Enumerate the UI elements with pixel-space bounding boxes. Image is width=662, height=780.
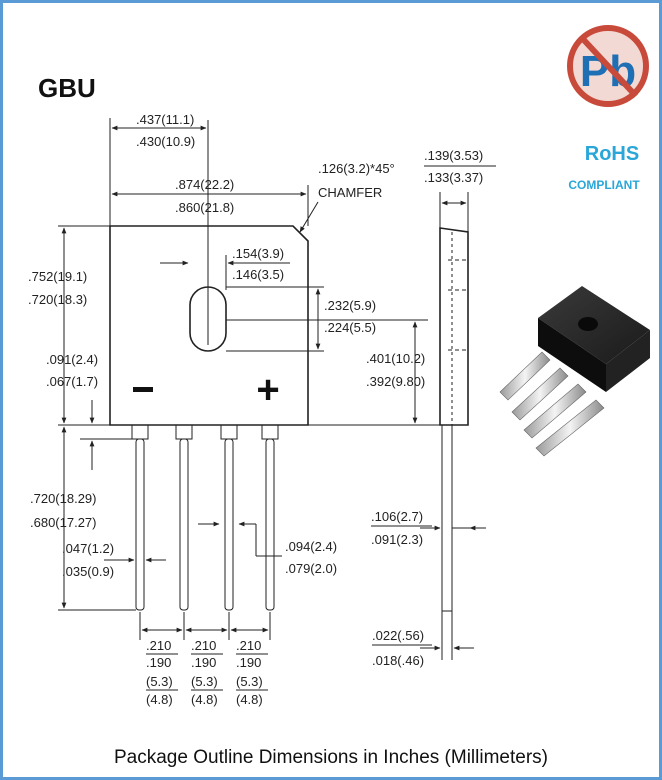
- dim-lead-step: .091(2.4) .067(1.7): [46, 352, 136, 470]
- svg-text:.067(1.7): .067(1.7): [46, 374, 98, 389]
- svg-text:.018(.46): .018(.46): [372, 653, 424, 668]
- svg-text:.106(2.7): .106(2.7): [371, 509, 423, 524]
- svg-text:.190: .190: [146, 655, 171, 670]
- plus-sign: +: [256, 368, 279, 412]
- pitch-3: .210 .190 (5.3) (4.8): [236, 638, 268, 707]
- svg-text:(5.3): (5.3): [146, 674, 173, 689]
- lead-1-shoulder: [131, 424, 149, 440]
- svg-text:(4.8): (4.8): [146, 692, 173, 707]
- svg-text:.146(3.5): .146(3.5): [232, 267, 284, 282]
- package-title: GBU: [38, 73, 96, 103]
- svg-text:.224(5.5): .224(5.5): [324, 320, 376, 335]
- lead-4-shoulder: [261, 424, 279, 440]
- dim-hole-height: .232(5.9) .224(5.5): [226, 286, 376, 352]
- svg-text:.126(3.2)*45°: .126(3.2)*45°: [318, 161, 395, 176]
- lead-2: [179, 438, 189, 611]
- svg-text:(4.8): (4.8): [236, 692, 263, 707]
- body-outline: [109, 225, 309, 426]
- side-lead: [441, 424, 453, 612]
- svg-text:.190: .190: [236, 655, 261, 670]
- svg-text:.079(2.0): .079(2.0): [285, 561, 337, 576]
- svg-text:.430(10.9): .430(10.9): [136, 134, 195, 149]
- svg-text:(5.3): (5.3): [191, 674, 218, 689]
- svg-text:.401(10.2): .401(10.2): [366, 351, 425, 366]
- side-body: [439, 227, 469, 426]
- svg-text:.091(2.4): .091(2.4): [46, 352, 98, 367]
- svg-text:.190: .190: [191, 655, 216, 670]
- dim-body-width: .874(22.2) .860(21.8): [111, 177, 309, 226]
- svg-text:.392(9.80): .392(9.80): [366, 374, 425, 389]
- pitch-2: .210 .190 (5.3) (4.8): [191, 638, 223, 707]
- svg-text:.154(3.9): .154(3.9): [232, 246, 284, 261]
- dim-lead-offset: .106(2.7) .091(2.3): [371, 509, 486, 547]
- dim-chamfer: .126(3.2)*45° CHAMFER: [299, 161, 395, 233]
- svg-text:.022(.56): .022(.56): [372, 628, 424, 643]
- side-view: [439, 192, 469, 660]
- lead-4: [265, 438, 275, 611]
- svg-text:.720(18.29): .720(18.29): [30, 491, 97, 506]
- svg-text:(5.3): (5.3): [236, 674, 263, 689]
- compliant-label: COMPLIANT: [568, 178, 640, 192]
- leads: [131, 424, 279, 611]
- svg-text:.210: .210: [191, 638, 216, 653]
- svg-text:.752(19.1): .752(19.1): [28, 269, 87, 284]
- dim-pitch: .210 .190 (5.3) (4.8) .210 .190 (5.3) (4…: [139, 612, 271, 707]
- lead-3: [224, 438, 234, 611]
- dim-hole-to-edge: .437(11.1) .430(10.9): [109, 112, 207, 226]
- minus-sign-mark: [133, 387, 153, 392]
- lead-2-shoulder: [175, 424, 193, 440]
- drawing-caption: Package Outline Dimensions in Inches (Mi…: [114, 747, 548, 768]
- dim-body-height: .752(19.1) .720(18.3): [28, 225, 110, 424]
- svg-text:.139(3.53): .139(3.53): [424, 148, 483, 163]
- rohs-label: RoHS: [585, 143, 639, 165]
- svg-text:.874(22.2): .874(22.2): [175, 177, 234, 192]
- dim-lead-width: .047(1.2) .035(0.9): [62, 541, 166, 579]
- dim-side-thickness: .139(3.53) .133(3.37): [424, 148, 496, 206]
- pb-slash: [579, 35, 639, 99]
- svg-text:.680(17.27): .680(17.27): [30, 515, 97, 530]
- pb-free-badge: Pb: [567, 25, 649, 107]
- svg-text:.210: .210: [146, 638, 171, 653]
- front-view: +: [109, 120, 428, 611]
- svg-text:.210: .210: [236, 638, 261, 653]
- pitch-1: .210 .190 (5.3) (4.8): [146, 638, 178, 707]
- svg-text:CHAMFER: CHAMFER: [318, 185, 382, 200]
- package-3d-illustration: [499, 286, 650, 457]
- dim-hole-center: .401(10.2) .392(9.80): [308, 321, 440, 426]
- svg-text:.047(1.2): .047(1.2): [62, 541, 114, 556]
- dim-hole-width: .154(3.9) .146(3.5): [160, 246, 290, 290]
- svg-text:.094(2.4): .094(2.4): [285, 539, 337, 554]
- svg-text:.860(21.8): .860(21.8): [175, 200, 234, 215]
- svg-text:.091(2.3): .091(2.3): [371, 532, 423, 547]
- svg-text:.720(18.3): .720(18.3): [28, 292, 87, 307]
- lead-3-shoulder: [220, 424, 238, 440]
- svg-text:(4.8): (4.8): [191, 692, 218, 707]
- dim-lead-length: .720(18.29) .680(17.27): [30, 426, 136, 611]
- svg-text:.035(0.9): .035(0.9): [62, 564, 114, 579]
- dim-lead-shoulder: .094(2.4) .079(2.0): [198, 521, 337, 576]
- svg-text:.437(11.1): .437(11.1): [136, 112, 194, 127]
- dim-lead-thickness: .022(.56) .018(.46): [372, 628, 474, 668]
- svg-text:.232(5.9): .232(5.9): [324, 298, 376, 313]
- svg-text:.133(3.37): .133(3.37): [424, 170, 483, 185]
- lead-1: [135, 438, 145, 611]
